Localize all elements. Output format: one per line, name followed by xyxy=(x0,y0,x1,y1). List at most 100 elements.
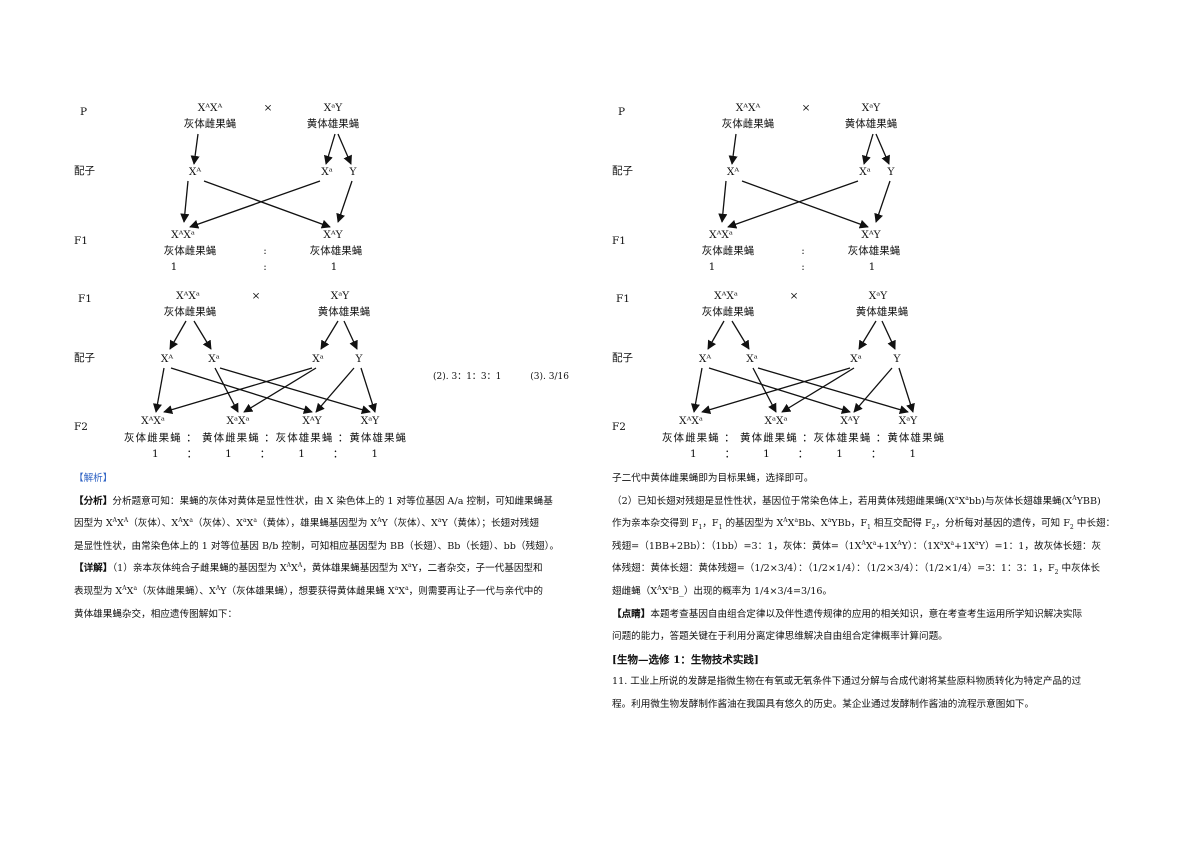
right-line-2: 作为亲本杂交得到 F1，F1 的基因型为 XAXaBb、XaYBb，F1 相互交… xyxy=(612,517,1116,532)
dr-arrow-gy-to-f1m xyxy=(874,180,891,223)
dl-gamete-label-2: 配子 xyxy=(74,352,95,364)
fenxi-line-1: 【分析】分析题意可知：果蝇的灰体对黄体是显性性状，由 X 染色体上的 1 对等位… xyxy=(74,495,553,507)
dl-f1-ratio-colon: : xyxy=(263,261,267,273)
dl-f2-genotype-4: XᵃY xyxy=(361,415,381,427)
dl-f2-genotype-3: XᴬY xyxy=(302,415,322,427)
dr-gamete-label-1: 配子 xyxy=(612,165,633,177)
dl-arrow-p-female xyxy=(190,133,200,165)
dr-g2-female-a: Xᵃ xyxy=(746,353,758,365)
dr-f1-male-genotype: XᴬY xyxy=(861,229,881,241)
dl-f2-phenotypes: 灰体雌果蝇 ： 黄体雌果蝇 ：灰体雄果蝇 ：黄体雄果蝇 xyxy=(124,431,407,444)
dr-arrow-A-to-3 xyxy=(708,367,851,414)
jiexi-tag: 【解析】 xyxy=(74,473,113,484)
dl-g1-male-y: Y xyxy=(349,166,358,178)
dr-f2-genotype-3: XᴬY xyxy=(840,415,860,427)
dl-arrow-a-to-2 xyxy=(214,367,239,413)
dl-g2-female-A: Xᴬ xyxy=(161,353,173,365)
dr-g1-female: Xᴬ xyxy=(727,166,739,178)
dr-p-male-name: 黄体雄果蝇 xyxy=(845,117,898,130)
dr-g2-male-y: Y xyxy=(893,353,902,365)
question-11-line-1: 11. 工业上所说的发酵是指微生物在有氧或无氧条件下通过分解与合成代谢将某些原料… xyxy=(612,676,1082,688)
dl-arrow-f1b-f-a xyxy=(193,320,212,350)
right-column-text: 子二代中黄体雌果蝇即为目标果蝇，选择即可。 （2）已知长翅对残翅是显性性状，基因… xyxy=(612,468,1132,717)
dr-arrow-y-to-4 xyxy=(898,367,915,413)
dl-arrow-f1b-m-y xyxy=(343,320,358,350)
dl-f1-male-name: 灰体雄果蝇 xyxy=(310,244,363,257)
right-line-1: （2）已知长翅对残翅是显性性状，基因位于常染色体上，若用黄体残翅雌果蝇(XaXa… xyxy=(612,494,1101,507)
dl-gamete-label-1: 配子 xyxy=(74,165,95,177)
dl-f1b-female-genotype: XᴬXᵃ xyxy=(176,290,200,302)
right-line-4: 体残翅：黄体长翅：黄体残翅=（1/2×3/4）：（1/2×1/4）：（1/2×3… xyxy=(612,563,1100,577)
dl-arrow-f1b-m-a xyxy=(320,320,339,350)
dr-f1b-label: F1 xyxy=(616,293,630,305)
dl-arrow-y-to-3 xyxy=(315,367,355,413)
dr-f1-female-genotype: XᴬXᵃ xyxy=(709,229,733,241)
dl-p-female-genotype: XᴬXᴬ xyxy=(198,102,223,114)
dr-f1-ratio-male: 1 xyxy=(869,261,876,273)
dr-f1b-female-name: 灰体雌果蝇 xyxy=(702,305,755,318)
dr-f1-label: F1 xyxy=(612,235,626,247)
dl-g2-male-a: Xᵃ xyxy=(312,353,324,365)
dr-f1-female-name: 灰体雌果蝇 xyxy=(702,244,755,257)
dr-arrow-p-female xyxy=(728,133,738,165)
analysis-heading: 【解析】 xyxy=(74,468,592,491)
dr-arrow-a-to-4 xyxy=(757,367,909,415)
dl-arrow-xa-to-2 xyxy=(243,367,317,413)
dl-arrow-y-to-4 xyxy=(360,367,377,413)
dl-arrow-a-to-4 xyxy=(219,367,371,415)
dr-g2-female-A: Xᴬ xyxy=(699,353,711,365)
dr-f1-ratio-colon: : xyxy=(801,261,805,273)
right-line-5: 翅雌蝇（XAXaB_）出现的概率为 1/4×3/4=3/16。 xyxy=(612,584,833,597)
dr-f1b-male-genotype: XᵃY xyxy=(869,290,889,302)
dl-arrow-f1b-f-A xyxy=(169,320,187,350)
dl-p-cross: × xyxy=(264,102,273,114)
dl-f1b-cross: × xyxy=(252,290,261,302)
dl-p-male-genotype: XᵃY xyxy=(324,102,344,114)
dr-arrow-y-to-3 xyxy=(853,367,893,413)
dr-arrow-f1b-m-y xyxy=(881,320,896,350)
answer-2: (2). 3：1：3：1 xyxy=(433,372,502,382)
dr-p-female-name: 灰体雌果蝇 xyxy=(722,117,775,130)
dl-f1b-female-name: 灰体雌果蝇 xyxy=(164,305,217,318)
dl-p-label: P xyxy=(80,106,87,118)
dr-f2-genotype-2: XᵃXᵃ xyxy=(764,415,787,427)
dr-f1b-male-name: 黄体雄果蝇 xyxy=(856,305,909,318)
dr-arrow-p-male-y xyxy=(875,133,890,165)
dr-f1-colon: : xyxy=(801,245,805,257)
dl-f1b-male-name: 黄体雄果蝇 xyxy=(318,305,371,318)
dl-arrow-p-male-a xyxy=(323,133,336,165)
dr-f2-phenotypes: 灰体雌果蝇 ： 黄体雌果蝇 ：灰体雄果蝇 ：黄体雄果蝇 xyxy=(662,431,945,444)
dr-arrow-gf-to-f1f xyxy=(718,180,728,223)
dr-gamete-label-2: 配子 xyxy=(612,352,633,364)
dl-f2-label: F2 xyxy=(74,421,88,433)
dr-arrow-xa-to-2 xyxy=(781,367,855,413)
question-11-line-2: 程。利用微生物发酵制作酱油在我国具有悠久的历史。某企业通过发酵制作酱油的流程示意… xyxy=(612,698,1035,710)
section-heading: [生物—选修 1：生物技术实践] xyxy=(612,653,759,666)
dr-p-cross: × xyxy=(802,102,811,114)
dl-f2-genotype-1: XᴬXᵃ xyxy=(141,415,165,427)
dr-p-female-genotype: XᴬXᴬ xyxy=(736,102,761,114)
answer-3: (3). 3/16 xyxy=(530,372,569,382)
dr-g2-male-a: Xᵃ xyxy=(850,353,862,365)
dr-arrow-p-male-a xyxy=(861,133,874,165)
dl-f1-label: F1 xyxy=(74,235,88,247)
dl-f1-male-genotype: XᴬY xyxy=(323,229,343,241)
dr-arrow-gf-to-f1m xyxy=(741,180,869,229)
right-line-3: 残翅=（1BB+2Bb）：（1bb）=3：1，灰体：黄体=（1XAXa+1XAY… xyxy=(612,539,1102,552)
left-column-text: 【解析】 【分析】分析题意可知：果蝇的灰体对黄体是显性性状，由 X 染色体上的 … xyxy=(74,468,592,626)
dr-arrow-a-to-2 xyxy=(752,367,777,413)
dr-arrow-f1b-f-a xyxy=(731,320,750,350)
dl-p-male-name: 黄体雄果蝇 xyxy=(307,117,360,130)
dr-f1-male-name: 灰体雄果蝇 xyxy=(848,244,901,257)
dl-p-female-name: 灰体雌果蝇 xyxy=(184,117,237,130)
dl-arrow-A-to-3 xyxy=(170,367,313,414)
dl-f1-female-name: 灰体雌果蝇 xyxy=(164,244,217,257)
dr-f1b-female-genotype: XᴬXᵃ xyxy=(714,290,738,302)
dl-arrow-A-to-1 xyxy=(152,367,165,413)
dl-arrow-gma-to-f1f xyxy=(189,180,321,229)
dl-arrow-gy-to-f1m xyxy=(336,180,353,223)
dl-arrow-xa-to-1 xyxy=(163,367,313,415)
dl-f1-colon: : xyxy=(263,245,267,257)
dr-f2-ratio: 1 ： 1 ： 1 ： 1 xyxy=(690,448,916,460)
dl-f1b-male-genotype: XᵃY xyxy=(331,290,351,302)
